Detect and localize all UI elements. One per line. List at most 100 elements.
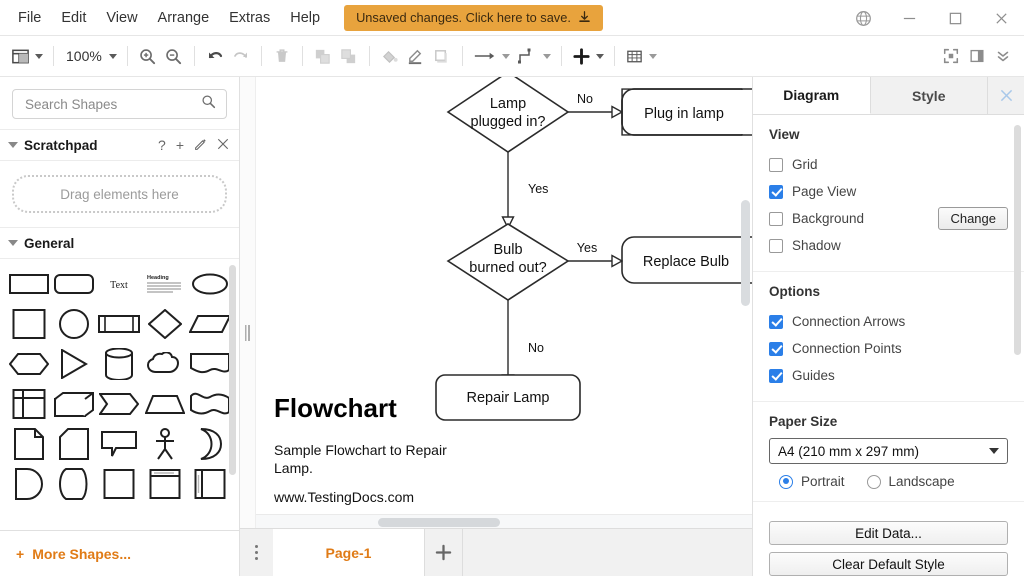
tab-diagram[interactable]: Diagram [753, 77, 871, 114]
shape-text[interactable]: Text [97, 267, 142, 301]
shape-delay[interactable] [6, 467, 51, 501]
shape-document[interactable] [188, 347, 233, 381]
shape-trapezoid[interactable] [142, 387, 187, 421]
node-replace-bulb[interactable]: Replace Bulb [621, 236, 752, 284]
edit-pencil-icon[interactable] [194, 138, 207, 153]
page-tab-page-1[interactable]: Page-1 [273, 529, 425, 576]
shadow-button[interactable] [429, 41, 455, 71]
shape-square[interactable] [6, 307, 51, 341]
scratchpad-close-icon[interactable] [217, 138, 229, 152]
shape-rectangle[interactable] [6, 267, 51, 301]
grid-checkbox[interactable] [769, 157, 783, 172]
checkbox-row-page-view[interactable]: Page View [769, 178, 1008, 205]
menu-extras[interactable]: Extras [229, 9, 271, 26]
add-page-button[interactable] [425, 529, 463, 576]
background-checkbox[interactable] [769, 211, 783, 226]
general-section-header[interactable]: General [0, 227, 239, 259]
zoom-in-button[interactable] [135, 41, 161, 71]
shape-ellipse[interactable] [188, 267, 233, 301]
edge-no-repair-lamp[interactable]: No [501, 300, 545, 388]
shape-circle[interactable] [51, 307, 96, 341]
maximize-icon[interactable] [932, 0, 978, 36]
checkbox-row-shadow[interactable]: Shadow [769, 232, 1008, 259]
connection-points-checkbox[interactable] [769, 341, 783, 356]
diagram-canvas[interactable]: Lamp plugged in? No Plug in lamp [256, 77, 752, 528]
unsaved-changes-save-button[interactable]: Unsaved changes. Click here to save. [344, 4, 603, 31]
format-panel-scrollbar[interactable] [1014, 125, 1021, 355]
shadow-checkbox[interactable] [769, 238, 783, 253]
scratchpad-header[interactable]: Scratchpad ? + close [0, 129, 239, 161]
node-bulb-burned-out[interactable]: Bulb burned out? [446, 223, 570, 301]
minimize-icon[interactable] [886, 0, 932, 36]
node-plug-in-lamp[interactable]: Plug in lamp [621, 88, 752, 136]
shape-cloud[interactable] [142, 347, 187, 381]
node-lamp-plugged-in[interactable]: Lamp plugged in? [446, 77, 570, 153]
more-shapes-button[interactable]: + More Shapes... [0, 530, 239, 576]
shape-internal-storage[interactable] [6, 387, 51, 421]
canvas-title[interactable]: Flowchart [274, 393, 397, 423]
clear-default-style-button[interactable]: Clear Default Style [769, 552, 1008, 576]
shape-panel-scrollbar[interactable] [229, 265, 236, 475]
portrait-radio[interactable] [779, 474, 793, 489]
chevrons-down-icon[interactable] [990, 41, 1016, 71]
edit-data-button[interactable]: Edit Data... [769, 521, 1008, 545]
edge-style-button[interactable] [513, 41, 554, 71]
shape-display[interactable] [51, 467, 96, 501]
shape-cylinder[interactable] [97, 347, 142, 381]
shape-step[interactable] [97, 387, 142, 421]
shape-textbox-heading[interactable]: Heading [142, 267, 187, 301]
fill-color-button[interactable] [377, 41, 403, 71]
search-shapes-box[interactable] [12, 89, 227, 119]
help-icon[interactable]: ? [158, 137, 166, 153]
tab-style[interactable]: Style [871, 77, 988, 114]
shape-triangle[interactable] [51, 347, 96, 381]
shape-cube[interactable] [51, 387, 96, 421]
canvas-horizontal-scrollbar[interactable] [256, 514, 752, 528]
shape-or-crescent[interactable] [188, 427, 233, 461]
shape-tape[interactable] [188, 387, 233, 421]
page-menu-icon[interactable] [240, 529, 273, 576]
connection-arrows-checkbox[interactable] [769, 314, 783, 329]
zoom-level-button[interactable]: 100% [61, 41, 120, 71]
checkbox-row-connection-arrows[interactable]: Connection Arrows [769, 308, 1008, 335]
shape-hexagon[interactable] [6, 347, 51, 381]
checkbox-row-grid[interactable]: Grid [769, 151, 1008, 178]
close-icon[interactable] [988, 77, 1024, 114]
shape-actor[interactable] [142, 427, 187, 461]
shape-process[interactable] [97, 307, 142, 341]
shape-card[interactable] [51, 427, 96, 461]
canvas-website[interactable]: www.TestingDocs.com [273, 489, 414, 505]
waypoints-button[interactable] [470, 41, 513, 71]
edge-yes-replace-bulb[interactable]: Yes [568, 241, 624, 268]
page-view-checkbox[interactable] [769, 184, 783, 199]
paper-size-select[interactable]: A4 (210 mm x 297 mm) [769, 438, 1008, 464]
menu-file[interactable]: File [18, 9, 42, 26]
delete-button[interactable] [269, 41, 295, 71]
insert-button[interactable] [569, 41, 607, 71]
edge-no-plug-in-lamp[interactable]: No [568, 92, 624, 119]
change-background-button[interactable]: Change [938, 207, 1008, 230]
menu-view[interactable]: View [106, 9, 138, 26]
view-layout-button[interactable] [8, 41, 46, 71]
search-icon[interactable] [201, 94, 216, 114]
shape-rhombus[interactable] [142, 307, 187, 341]
canvas-description-line2[interactable]: Lamp. [274, 460, 313, 476]
checkbox-row-background[interactable]: Background Change [769, 205, 1008, 232]
globe-icon[interactable] [840, 0, 886, 36]
canvas-description-line1[interactable]: Sample Flowchart to Repair [274, 442, 447, 458]
line-color-button[interactable] [403, 41, 429, 71]
shape-rounded-rectangle[interactable] [51, 267, 96, 301]
collapse-triangle-icon[interactable] [8, 142, 18, 148]
shape-container[interactable] [97, 467, 142, 501]
shape-note[interactable] [6, 427, 51, 461]
shape-parallelogram[interactable] [188, 307, 233, 341]
canvas-vertical-scrollbar[interactable] [741, 200, 750, 306]
checkbox-row-connection-points[interactable]: Connection Points [769, 335, 1008, 362]
shape-horizontal-pool[interactable] [188, 467, 233, 501]
edge-yes-bulb-burned-out[interactable]: Yes [501, 152, 549, 230]
undo-button[interactable] [202, 41, 228, 71]
add-icon[interactable]: + [175, 137, 184, 153]
node-repair-lamp[interactable]: Repair Lamp [435, 374, 581, 421]
fullscreen-icon[interactable] [938, 41, 964, 71]
menu-arrange[interactable]: Arrange [157, 9, 210, 26]
